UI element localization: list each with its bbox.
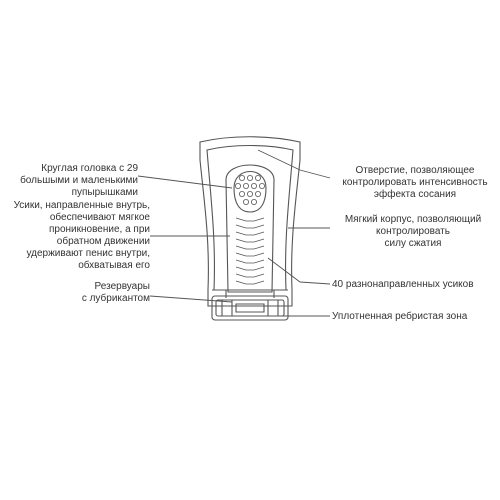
- head-bump: [234, 182, 241, 189]
- rib-zone: [211, 295, 289, 321]
- bristle-row: [235, 245, 265, 250]
- inner-sleeve: [225, 164, 275, 293]
- inner-bristles: [235, 217, 265, 285]
- head-bump: [238, 190, 245, 197]
- bristle-row: [235, 259, 265, 264]
- label-tendrils: Усики, направленные внутрь, обеспечивают…: [13, 200, 150, 271]
- head-bump: [254, 190, 261, 197]
- bristle-row: [235, 217, 265, 222]
- head-bump: [250, 182, 257, 189]
- bristle-row: [235, 266, 265, 271]
- label-suction-hole: Отверстие, позволяющее контролировать ин…: [342, 165, 488, 200]
- lubricant-reservoir: [212, 289, 288, 298]
- bristle-row: [235, 252, 265, 257]
- head-bumps: [234, 174, 265, 205]
- round-head: [233, 171, 267, 213]
- head-bump: [246, 174, 253, 181]
- inner-shell: [206, 144, 294, 291]
- label-ribbed-zone: Уплотненная ребристая зона: [332, 311, 468, 322]
- label-round-head: Круглая головка с 29 большыми и маленьки…: [20, 163, 138, 198]
- head-bump: [242, 198, 249, 205]
- head-bump: [250, 198, 257, 205]
- bristle-row: [235, 231, 265, 236]
- device-outline: [137, 136, 331, 321]
- bristle-row: [235, 280, 265, 285]
- head-bump: [238, 174, 245, 181]
- bristle-row: [235, 238, 265, 243]
- head-bump: [258, 182, 265, 189]
- head-bump: [242, 182, 249, 189]
- head-bump: [246, 190, 253, 197]
- label-soft-body: Мягкий корпус, позволяющий контролироват…: [344, 214, 482, 249]
- outer-shell: [199, 136, 301, 307]
- pointer-lines: [137, 149, 331, 317]
- label-lubricant-reservoirs: Резервуары с лубрикантом: [81, 281, 150, 304]
- bristle-row: [235, 273, 265, 278]
- label-forty-bristles: 40 разнонаправленных усиков: [332, 279, 474, 290]
- bristle-row: [235, 224, 265, 229]
- head-bump: [254, 174, 261, 181]
